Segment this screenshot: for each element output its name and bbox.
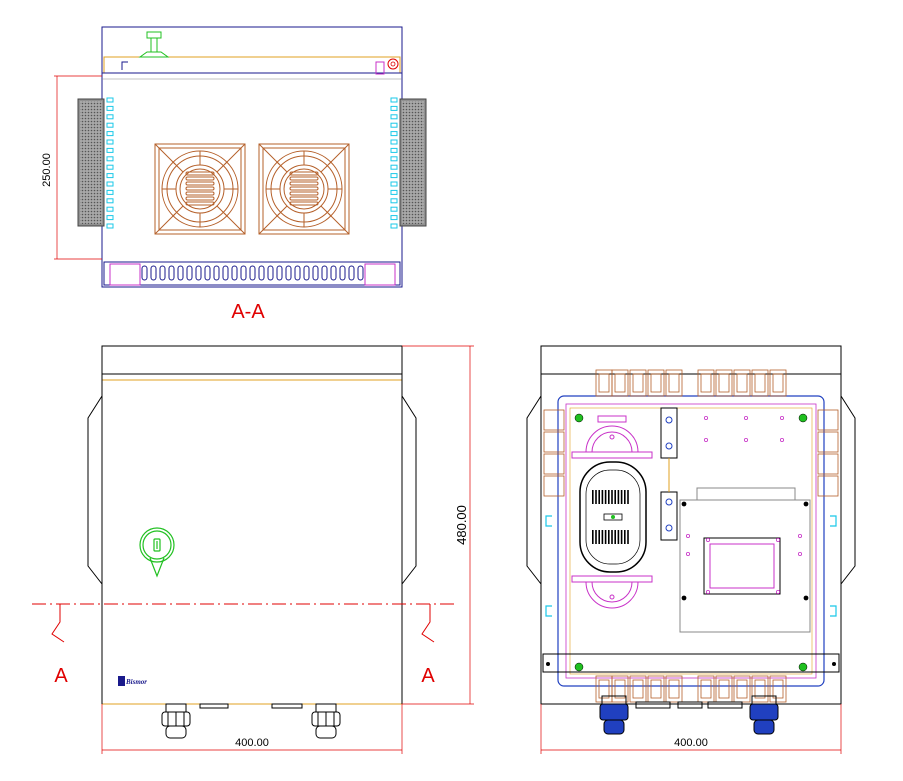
section-label: A-A: [231, 301, 265, 323]
splice-holder-top: [571, 415, 653, 459]
inner-view: 400.00: [526, 345, 856, 754]
inner-body: [540, 373, 842, 705]
inner-roof: [540, 345, 842, 375]
terminal-screws: [681, 415, 809, 601]
lid-strip: [103, 56, 401, 74]
inner-fan-blocks: [543, 369, 839, 703]
side-vent-slots: [106, 97, 398, 229]
front-view: Bismor A A: [32, 345, 474, 754]
dimension-480: [402, 345, 474, 705]
foot-right: [364, 263, 396, 286]
foot-left: [109, 263, 141, 286]
fan-left: [154, 143, 246, 235]
front-door: [101, 379, 403, 705]
fiber-splice-cassette: [579, 461, 647, 573]
section-view-a-a: 250.00 A-A: [41, 26, 427, 323]
door-lock-handle: [139, 527, 175, 578]
mounting-points: [574, 413, 808, 672]
dimension-400-front: [101, 704, 403, 754]
bottom-vent-slots: [141, 265, 364, 281]
cable-guide-rail: [660, 407, 678, 541]
dim-label-400-front: 400.00: [235, 737, 269, 749]
mounting-frame: [557, 395, 825, 687]
dimension-250: [54, 75, 102, 260]
lid-handle: [138, 31, 170, 58]
dimension-400-inner: [540, 704, 842, 754]
hinge-pin: [387, 58, 399, 70]
right-side-hood: [401, 395, 417, 585]
section-marker-left: A: [54, 665, 68, 687]
left-side-hood: [87, 395, 103, 585]
roof: [101, 345, 403, 375]
dim-label-250: 250.00: [41, 153, 53, 187]
dim-label-480: 480.00: [454, 505, 469, 545]
fan-right: [258, 143, 350, 235]
cable-glands-inner: [599, 695, 779, 735]
dim-label-400-inner: 400.00: [674, 737, 708, 749]
right-mesh-panel: [399, 98, 427, 227]
section-outer-outline: [101, 26, 403, 288]
brand-logo: Bismor: [125, 678, 147, 686]
cable-glands-front: [161, 703, 341, 739]
power-supply-plate: [679, 487, 811, 633]
left-mesh-panel: [77, 98, 105, 227]
side-brackets: [545, 515, 837, 617]
section-marker-right: A: [421, 665, 435, 687]
splice-holder-bottom: [571, 575, 653, 609]
